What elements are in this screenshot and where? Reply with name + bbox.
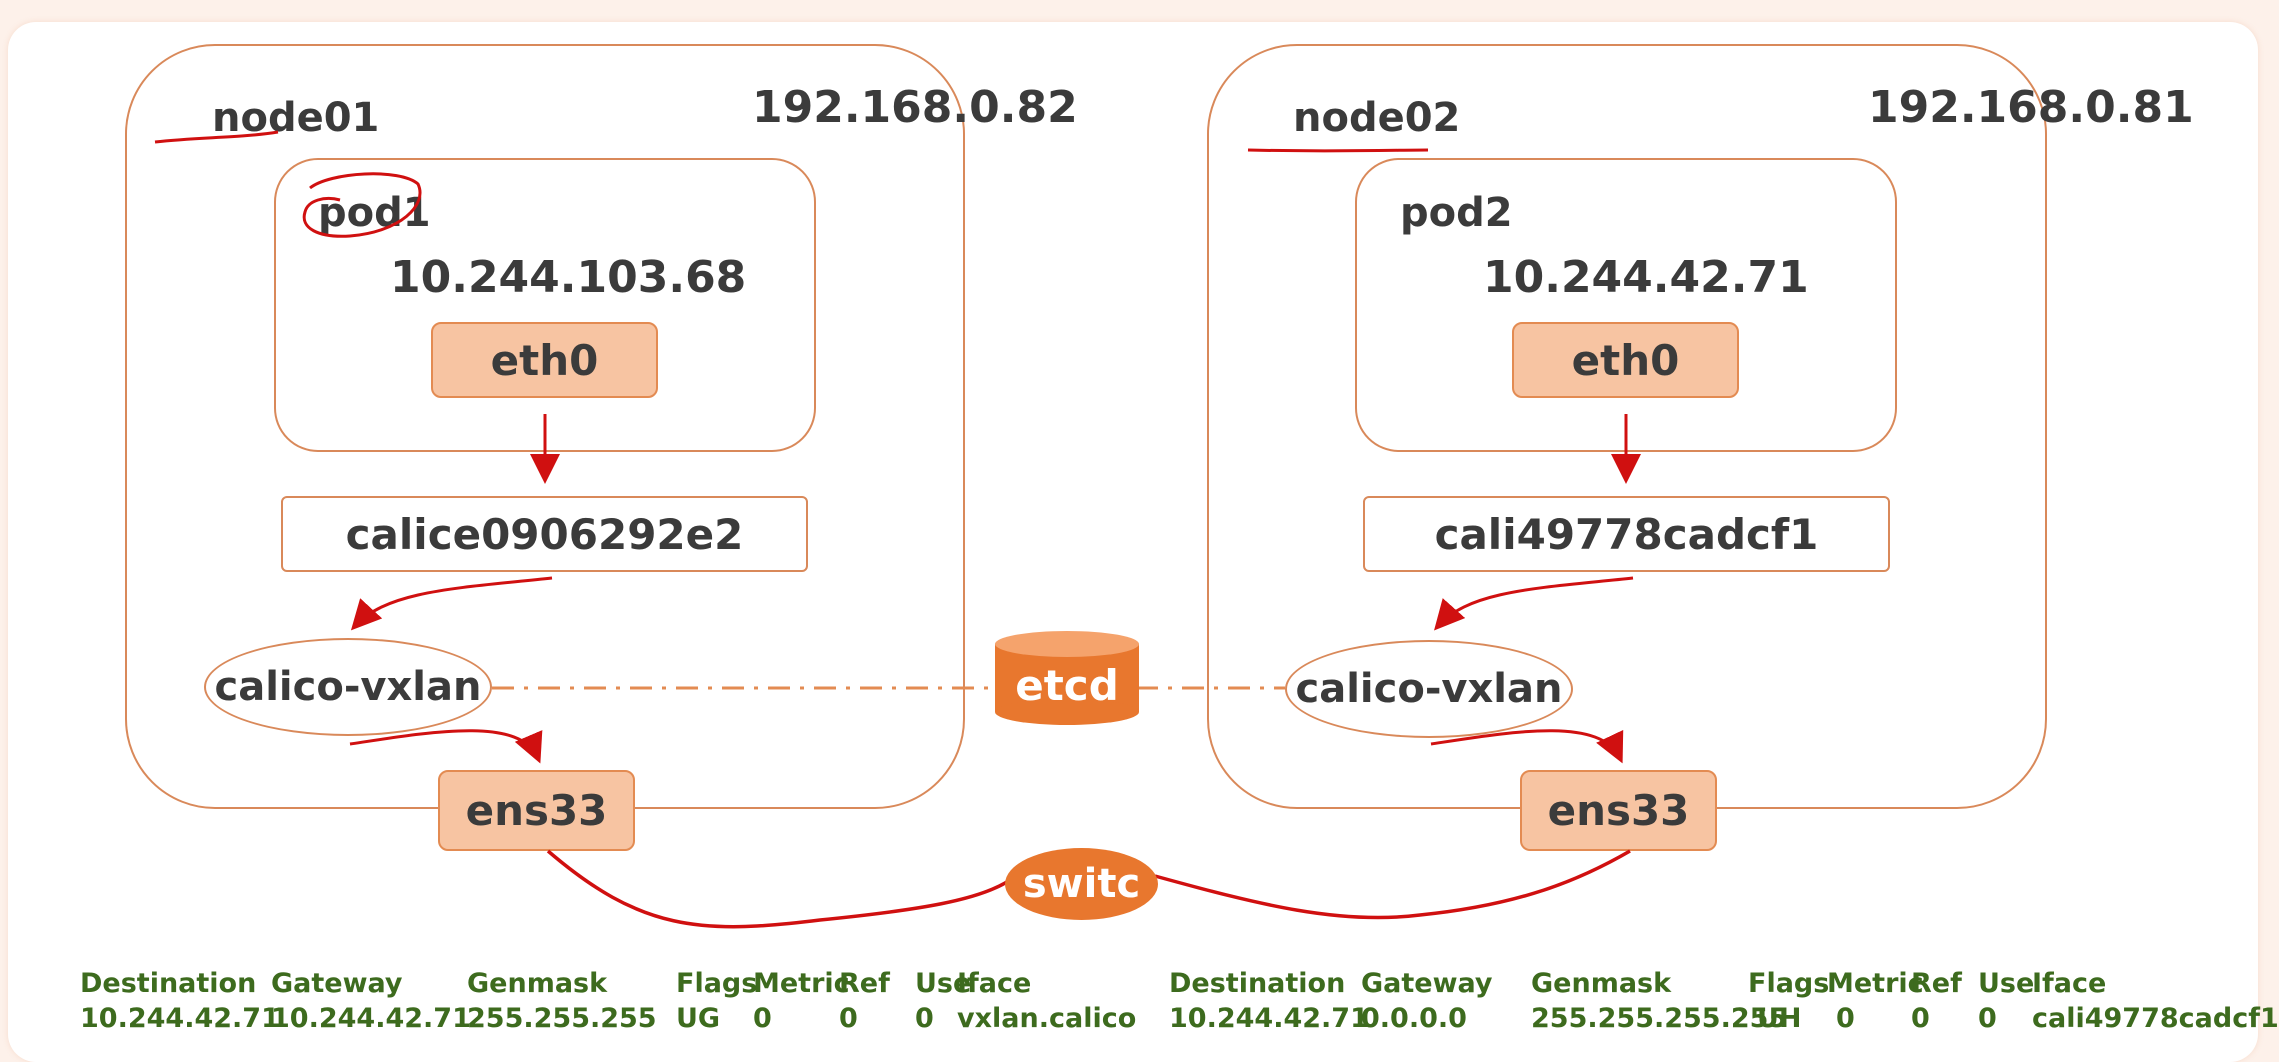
node01-underline-annotation [154, 130, 279, 144]
route-left-header-cell-1: Gateway [271, 968, 403, 999]
route-right-header-cell-4: Metric [1827, 968, 1924, 999]
route-right-header-cell-6: Use [1978, 968, 2035, 999]
ens33-left-to-switch-wire [546, 849, 1011, 929]
route-left-header-cell-3: Flags [676, 968, 758, 999]
route-left-value-cell-2: 255.255.255 [467, 1003, 657, 1034]
route-left-value-cell-3: UG [676, 1003, 721, 1034]
node02-veth-to-vxlan-arrow [1434, 576, 1634, 631]
switch-node: switc [1005, 848, 1158, 920]
node01-ens33: ens33 [438, 770, 635, 851]
route-right-header-cell-7: Iface [2032, 968, 2107, 999]
route-left-header-cell-0: Destination [80, 968, 257, 999]
node01-calico-vxlan: calico-vxlan [204, 638, 492, 736]
route-left-header-cell-5: Ref [839, 968, 890, 999]
route-left-value-cell-0: 10.244.42.71 [80, 1003, 280, 1034]
route-right-header-cell-5: Ref [1911, 968, 1962, 999]
etcd-label: etcd [1015, 661, 1119, 710]
route-right-value-cell-5: 0 [1911, 1003, 1930, 1034]
route-right-header-cell-2: Genmask [1531, 968, 1672, 999]
route-right-value-cell-4: 0 [1836, 1003, 1855, 1034]
pod2-ip: 10.244.42.71 [1483, 252, 1809, 303]
pod2-name: pod2 [1400, 190, 1513, 236]
route-right-value-cell-6: 0 [1978, 1003, 1997, 1034]
route-left-value-cell-7: vxlan.calico [957, 1003, 1137, 1034]
node02-veth: cali49778cadcf1 [1363, 496, 1890, 572]
route-left-value-cell-5: 0 [839, 1003, 858, 1034]
node01-vxlan-to-ens33-arrow [349, 729, 543, 764]
node02-vxlan-to-ens33-arrow [1430, 729, 1624, 764]
route-right-value-cell-7: cali49778cadcf1 [2032, 1003, 2279, 1034]
route-left-value-cell-4: 0 [753, 1003, 772, 1034]
node02-ens33: ens33 [1520, 770, 1717, 851]
route-left-value-cell-1: 10.244.42.71 [271, 1003, 471, 1034]
route-right-value-cell-3: UH [1757, 1003, 1802, 1034]
pod2-eth0: eth0 [1512, 322, 1739, 398]
route-right-value-cell-2: 255.255.255.255 [1531, 1003, 1788, 1034]
route-left-header-cell-2: Genmask [467, 968, 608, 999]
node02-name: node02 [1293, 95, 1461, 141]
route-right-header-cell-1: Gateway [1361, 968, 1493, 999]
node02-calico-vxlan: calico-vxlan [1285, 640, 1573, 738]
route-left-header-cell-4: Metric [753, 968, 850, 999]
pod1-ip: 10.244.103.68 [390, 252, 747, 303]
node02-ip: 192.168.0.81 [1868, 82, 2194, 133]
route-right-header-cell-3: Flags [1748, 968, 1830, 999]
connections-overlay: etcd [154, 130, 1641, 929]
node01-ip: 192.168.0.82 [752, 82, 1078, 133]
node01-name: node01 [212, 95, 380, 141]
route-left-header-cell-6: Use [915, 968, 972, 999]
node01-veth: calice0906292e2 [281, 496, 808, 572]
route-right-value-cell-1: 0.0.0.0 [1361, 1003, 1467, 1034]
etcd-cylinder-icon [995, 631, 1139, 725]
route-left-value-cell-6: 0 [915, 1003, 934, 1034]
switch-to-ens33-right-wire [1154, 849, 1631, 920]
pod1-circle-annotation [302, 172, 422, 238]
node02-underline-annotation [1247, 148, 1429, 153]
route-left-header-cell-7: Iface [957, 968, 1032, 999]
pod1-eth0: eth0 [431, 322, 658, 398]
node01-veth-to-vxlan-arrow [350, 576, 553, 631]
route-right-value-cell-0: 10.244.42.71 [1169, 1003, 1369, 1034]
route-right-header-cell-0: Destination [1169, 968, 1346, 999]
